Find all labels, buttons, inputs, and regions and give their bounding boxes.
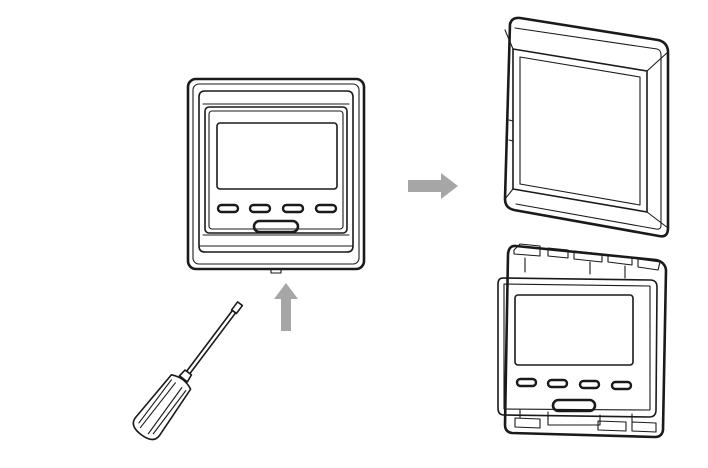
thermostat-body-icon (497, 243, 668, 439)
thermostat-front-frame-icon (503, 16, 670, 238)
right-arrow-icon (408, 173, 458, 199)
flathead-screwdriver-icon (132, 301, 244, 441)
thermostat-buttons (216, 203, 338, 214)
body-buttons (515, 377, 633, 391)
thermostat-assembled-icon (186, 77, 366, 274)
up-arrow-icon (274, 283, 298, 331)
